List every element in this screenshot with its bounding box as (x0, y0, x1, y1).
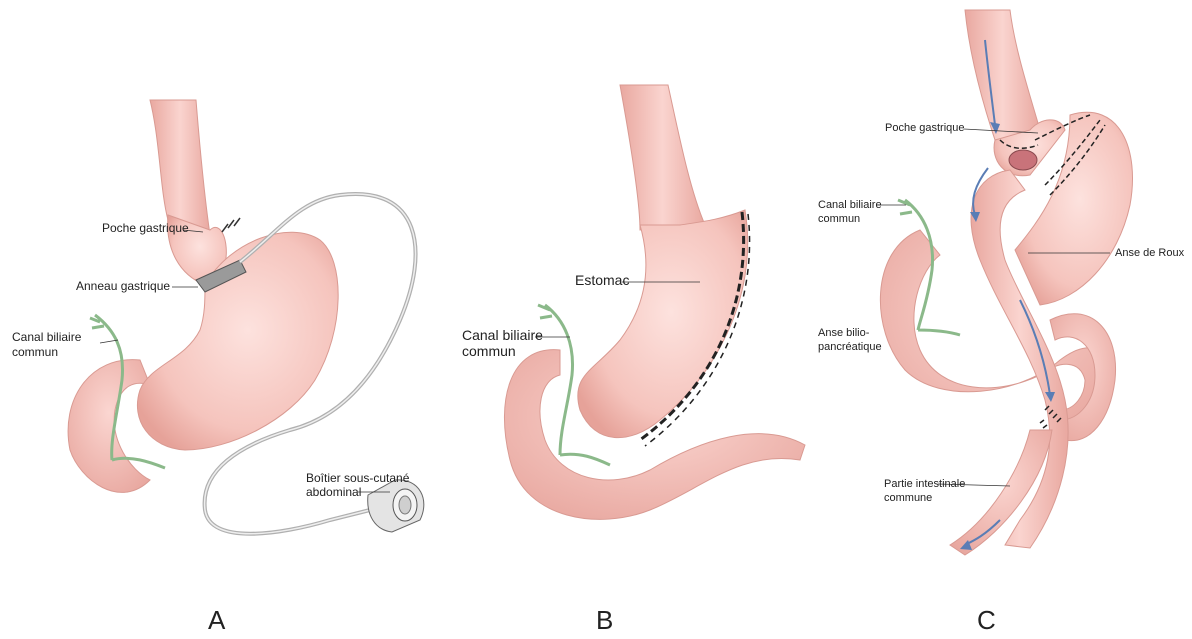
label-bile-duct-b-line2: commun (462, 343, 516, 360)
panel-c (876, 10, 1133, 555)
label-bile-duct-b-line1: Canal biliaire (462, 327, 543, 344)
label-common-channel-line2: commune (884, 492, 932, 505)
label-pouch-a: Poche gastrique (102, 221, 189, 236)
sleeve-stomach (578, 210, 748, 438)
esophagus-b (620, 85, 705, 230)
duodenum (68, 360, 150, 493)
panel-b (504, 85, 805, 519)
label-roux-limb: Anse de Roux (1115, 247, 1184, 260)
label-band-a: Anneau gastrique (76, 279, 170, 294)
port-device (368, 480, 424, 532)
label-bile-duct-c-line2: commun (818, 213, 860, 226)
label-port-line1: Boîtier sous-cutané (306, 471, 409, 486)
panel-letter-c: C (977, 605, 996, 636)
label-stomach-b: Estomac (575, 272, 629, 289)
panel-a (68, 100, 424, 534)
esophagus-c (965, 10, 1040, 140)
panel-letter-a: A (208, 605, 225, 636)
label-common-channel-line1: Partie intestinale (884, 478, 965, 491)
esophagus (150, 100, 210, 235)
label-bp-limb-line2: pancréatique (818, 341, 882, 354)
label-pouch-c: Poche gastrique (885, 122, 965, 135)
panel-letter-b: B (596, 605, 613, 636)
label-bile-duct-c-line1: Canal biliaire (818, 199, 882, 212)
label-bp-limb-line1: Anse bilio- (818, 327, 869, 340)
stitches-a (222, 218, 240, 232)
anastomosis (1009, 150, 1037, 170)
label-bile-duct-a-line2: commun (12, 345, 58, 360)
label-bile-duct-a-line1: Canal biliaire (12, 330, 81, 345)
label-port-line2: abdominal (306, 485, 361, 500)
